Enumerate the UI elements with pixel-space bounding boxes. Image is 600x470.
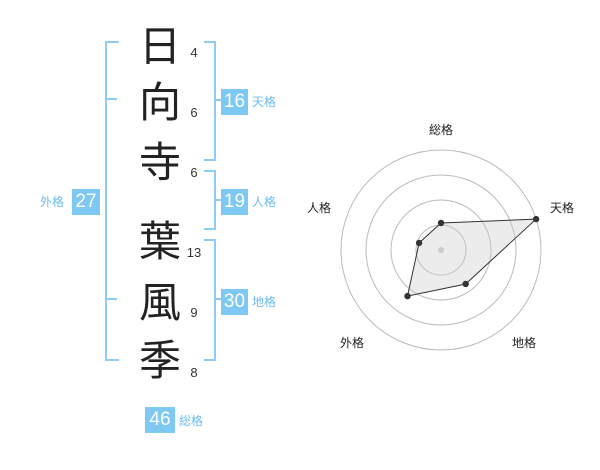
stroke-count-1: 4 [190, 45, 198, 60]
radar-ring [340, 149, 542, 351]
radar-point-1 [437, 219, 445, 227]
name-char-1: 日 [138, 22, 181, 71]
bracket-tick [107, 98, 117, 100]
gaikaku-label: 外格 [40, 195, 65, 209]
name-char-3: 寺 [138, 138, 181, 187]
radar-center [438, 247, 444, 253]
chikaku-bracket [204, 239, 216, 361]
name-char-4: 葉 [138, 217, 181, 266]
radar-ring [365, 174, 517, 326]
radar-point-5 [415, 239, 423, 247]
stroke-count-3: 6 [190, 165, 198, 180]
chikaku-value: 30 [221, 289, 248, 315]
name-char-5: 風 [138, 278, 181, 327]
gaikaku-bracket [105, 41, 119, 361]
chikaku-label: 地格 [252, 295, 277, 309]
name-char-6: 季 [138, 336, 181, 385]
stroke-count-6: 8 [190, 365, 198, 380]
chikaku-connector [214, 298, 222, 300]
radar-axis-label-gaikaku: 外格 [340, 335, 364, 350]
radar-axis-label-chikaku: 地格 [512, 335, 536, 350]
tenkaku-label: 天格 [252, 95, 277, 109]
tenkaku-connector [214, 99, 222, 101]
stroke-count-4: 13 [186, 245, 202, 260]
name-char-2: 向 [138, 78, 181, 127]
tenkaku-value: 16 [221, 89, 248, 115]
radar-axis-label-soukaku: 総格 [429, 122, 453, 137]
soukaku-value: 46 [145, 407, 175, 433]
stroke-count-5: 9 [190, 305, 198, 320]
jinkaku-label: 人格 [252, 195, 277, 209]
radar-axis-label-jinkaku: 人格 [307, 200, 331, 215]
radar-ring [390, 199, 492, 301]
radar-point-3 [462, 280, 469, 288]
stroke-count-2: 6 [190, 105, 198, 120]
gaikaku-value: 27 [72, 189, 100, 215]
jinkaku-value: 19 [221, 189, 248, 215]
radar-point-2 [532, 215, 540, 223]
radar-axis-label-tenkaku: 天格 [550, 200, 574, 215]
tenkaku-bracket [204, 41, 216, 161]
soukaku-label: 総格 [179, 414, 204, 428]
radar-area [406, 218, 538, 297]
radar-point-4 [404, 292, 411, 300]
jinkaku-connector [214, 199, 222, 201]
bracket-tick [107, 298, 117, 300]
